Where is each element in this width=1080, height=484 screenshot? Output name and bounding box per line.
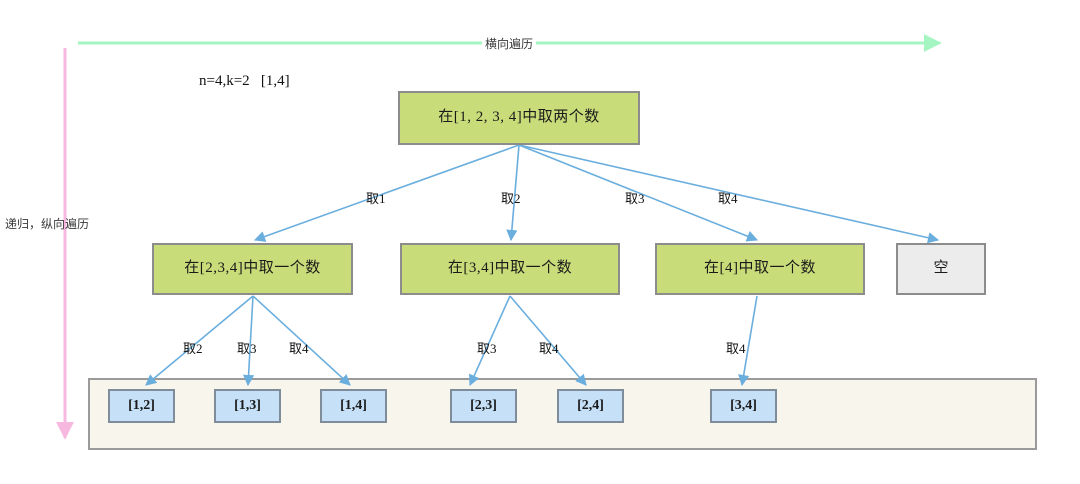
node-leaf-3[interactable]: [2,3] — [450, 389, 517, 423]
node-leaf-2[interactable]: [1,4] — [320, 389, 387, 423]
node-leaf-1[interactable]: [1,3] — [214, 389, 281, 423]
parameters-annotation: n=4,k=2 [1,4] — [199, 73, 290, 89]
node-leaf-5[interactable]: [3,4] — [710, 389, 777, 423]
node-level1-2[interactable]: 在[4]中取一个数 — [655, 243, 865, 295]
edge-label-root-0: 取1 — [366, 191, 386, 206]
edge-label-root-1: 取2 — [501, 191, 521, 206]
edge-label-level1-0-1: 取3 — [237, 341, 257, 356]
node-root[interactable]: 在[1, 2, 3, 4]中取两个数 — [398, 91, 640, 145]
edge-label-level1-1-0: 取3 — [477, 341, 497, 356]
edge-label-level1-2-0: 取4 — [726, 341, 746, 356]
edge-label-root-2: 取3 — [625, 191, 645, 206]
edge-label-root-3: 取4 — [718, 191, 738, 206]
node-leaf-4[interactable]: [2,4] — [557, 389, 624, 423]
edge-label-level1-0-2: 取4 — [289, 341, 309, 356]
vertical-recursion-label: 递归，纵向遍历 — [5, 217, 90, 231]
node-level1-3-empty[interactable]: 空 — [896, 243, 986, 295]
horizontal-traverse-label: 横向遍历 — [482, 35, 537, 52]
node-level1-1[interactable]: 在[3,4]中取一个数 — [400, 243, 620, 295]
edge-label-level1-1-1: 取4 — [539, 341, 559, 356]
node-level1-0[interactable]: 在[2,3,4]中取一个数 — [152, 243, 353, 295]
edge-label-level1-0-0: 取2 — [183, 341, 203, 356]
root-edges — [253, 144, 940, 244]
node-leaf-0[interactable]: [1,2] — [108, 389, 175, 423]
